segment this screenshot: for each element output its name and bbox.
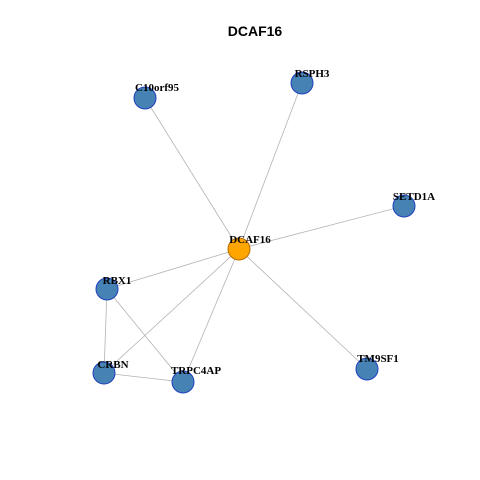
node-circle-dcaf16	[227, 237, 251, 261]
node-circle-rsph3	[290, 71, 314, 95]
node-label-crbn: CRBN	[97, 359, 128, 371]
node-circle-crbn	[92, 361, 116, 385]
node-rbx1: RBX1	[95, 275, 132, 301]
node-label-setd1a: SETD1A	[393, 191, 435, 203]
edge-dcaf16-trpc4ap	[182, 248, 240, 383]
node-circle-tm9sf1	[355, 357, 379, 381]
edge-crbn-trpc4ap	[103, 372, 184, 383]
node-label-rsph3: RSPH3	[295, 68, 330, 80]
node-tm9sf1: TM9SF1	[355, 353, 399, 381]
node-dcaf16: DCAF16	[227, 234, 271, 261]
node-label-c10orf95: C10orf95	[135, 82, 179, 94]
node-trpc4ap: TRPC4AP	[171, 365, 221, 394]
node-circle-setd1a	[392, 194, 416, 218]
edge-dcaf16-rbx1	[106, 248, 240, 290]
node-c10orf95: C10orf95	[133, 82, 179, 110]
edge-dcaf16-setd1a	[238, 205, 405, 250]
node-rsph3: RSPH3	[290, 68, 330, 95]
node-circle-c10orf95	[133, 86, 157, 110]
node-crbn: CRBN	[92, 359, 129, 385]
graph-title: DCAF16	[228, 23, 283, 39]
edge-dcaf16-tm9sf1	[238, 248, 368, 370]
edges-layer	[103, 82, 405, 383]
edge-rbx1-trpc4ap	[106, 288, 184, 383]
edge-dcaf16-rsph3	[238, 82, 303, 250]
node-label-rbx1: RBX1	[103, 275, 132, 287]
node-circle-trpc4ap	[171, 370, 195, 394]
node-setd1a: SETD1A	[392, 191, 435, 218]
node-circle-rbx1	[95, 277, 119, 301]
node-label-dcaf16: DCAF16	[229, 234, 271, 246]
node-label-trpc4ap: TRPC4AP	[171, 365, 221, 377]
edge-dcaf16-c10orf95	[144, 97, 240, 250]
edge-dcaf16-crbn	[103, 248, 240, 374]
edge-rbx1-crbn	[103, 288, 108, 374]
node-label-tm9sf1: TM9SF1	[357, 353, 399, 365]
